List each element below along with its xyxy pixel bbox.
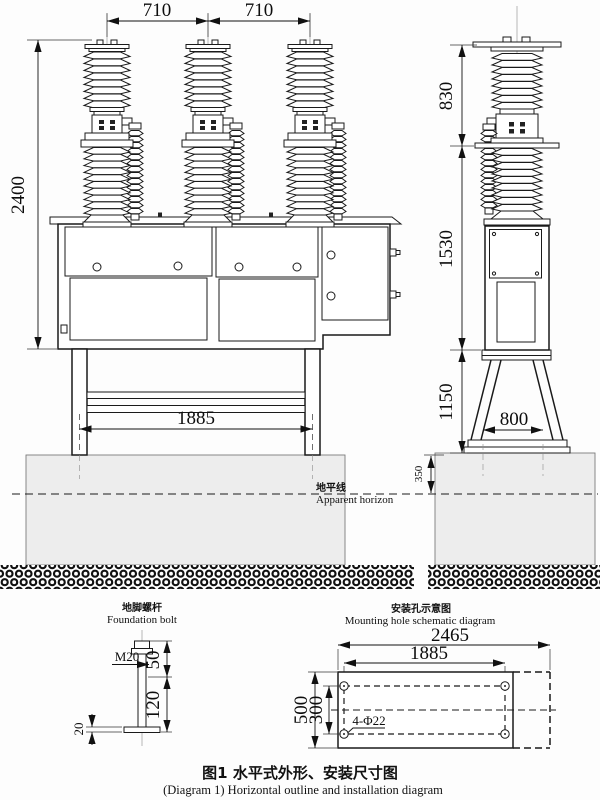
mounting-hole-diagram: 安装孔示意图 Mounting hole schematic diagram 2… bbox=[291, 602, 556, 749]
front-view: 710 710 2400 1885 bbox=[8, 0, 403, 479]
dim-1150: 1150 bbox=[436, 383, 457, 420]
panel-top-left bbox=[64, 226, 213, 277]
panel-bottom-middle bbox=[218, 278, 316, 342]
dim-50: 50 bbox=[143, 651, 164, 670]
panel-knob bbox=[173, 261, 183, 271]
dim-2400: 2400 bbox=[8, 176, 29, 214]
hole-pattern-dashed bbox=[343, 685, 506, 735]
foundation-block-side bbox=[434, 452, 596, 566]
mounting-holes bbox=[339, 681, 510, 739]
dim-500: 500 bbox=[291, 696, 312, 725]
door-knob bbox=[326, 250, 336, 260]
bolt-title-en: Foundation bolt bbox=[107, 614, 177, 626]
panel-top-middle bbox=[215, 226, 319, 278]
horizon-label-cn: 地平线 bbox=[316, 481, 346, 494]
mounting-title-en: Mounting hole schematic diagram bbox=[345, 615, 496, 627]
dim-300: 300 bbox=[306, 696, 327, 725]
caption-cn: 图1 水平式外形、安装尺寸图 bbox=[202, 764, 398, 782]
foundations: 地平线 Apparent horizon bbox=[0, 452, 600, 589]
dim-20: 20 bbox=[71, 723, 86, 736]
bolt-anchor-plate bbox=[123, 726, 161, 733]
horizon-label-en: Apparent horizon bbox=[316, 494, 394, 506]
cross-rail bbox=[86, 405, 306, 413]
dim-1885-front: 1885 bbox=[177, 408, 215, 429]
holes-label: 4-Φ22 bbox=[352, 713, 385, 728]
dim-830: 830 bbox=[436, 82, 457, 111]
side-door bbox=[321, 226, 389, 321]
front-dimensions: 710 710 2400 1885 bbox=[8, 0, 313, 453]
foundation-block-front bbox=[25, 454, 346, 566]
foundation-bolt-detail: 地脚螺杆 Foundation bolt M20 50 120 20 bbox=[71, 601, 177, 746]
dim-120: 120 bbox=[143, 691, 164, 720]
bolt-nut bbox=[134, 640, 150, 649]
dim-350: 350 bbox=[413, 465, 425, 482]
door-hinge bbox=[389, 248, 397, 257]
caption: 图1 水平式外形、安装尺寸图 (Diagram 1) Horizontal ou… bbox=[163, 764, 443, 797]
mounting-title-cn: 安装孔示意图 bbox=[391, 602, 451, 615]
panel-knob bbox=[234, 262, 244, 272]
caption-en: (Diagram 1) Horizontal outline and insta… bbox=[163, 783, 443, 797]
soil-hatch-left bbox=[0, 565, 414, 589]
cross-rail bbox=[86, 391, 306, 399]
dim-1885-mounting: 1885 bbox=[410, 643, 448, 664]
base-plate-extension-dashed bbox=[513, 671, 551, 749]
side-dimensions: 830 1530 1150 800 350 bbox=[413, 44, 543, 493]
cabinet-latch bbox=[60, 324, 68, 334]
dim-710-right: 710 bbox=[245, 0, 274, 21]
panel-knob bbox=[292, 262, 302, 272]
panel-knob bbox=[92, 262, 102, 272]
side-panel bbox=[489, 229, 542, 279]
dim-710-left: 710 bbox=[143, 0, 172, 21]
panel-bottom-left bbox=[69, 277, 208, 341]
side-lower-panel bbox=[496, 281, 536, 343]
bolt-thread-label: M20 bbox=[115, 649, 140, 664]
door-hinge bbox=[389, 290, 397, 299]
bolt-title-cn: 地脚螺杆 bbox=[122, 601, 162, 614]
door-knob bbox=[326, 291, 336, 301]
dim-1530: 1530 bbox=[436, 230, 457, 268]
dim-2465: 2465 bbox=[431, 625, 469, 646]
stand-legs bbox=[470, 359, 564, 441]
side-view: 830 1530 1150 800 350 bbox=[413, 6, 571, 493]
dim-800: 800 bbox=[500, 409, 529, 430]
soil-hatch-right bbox=[428, 565, 600, 589]
